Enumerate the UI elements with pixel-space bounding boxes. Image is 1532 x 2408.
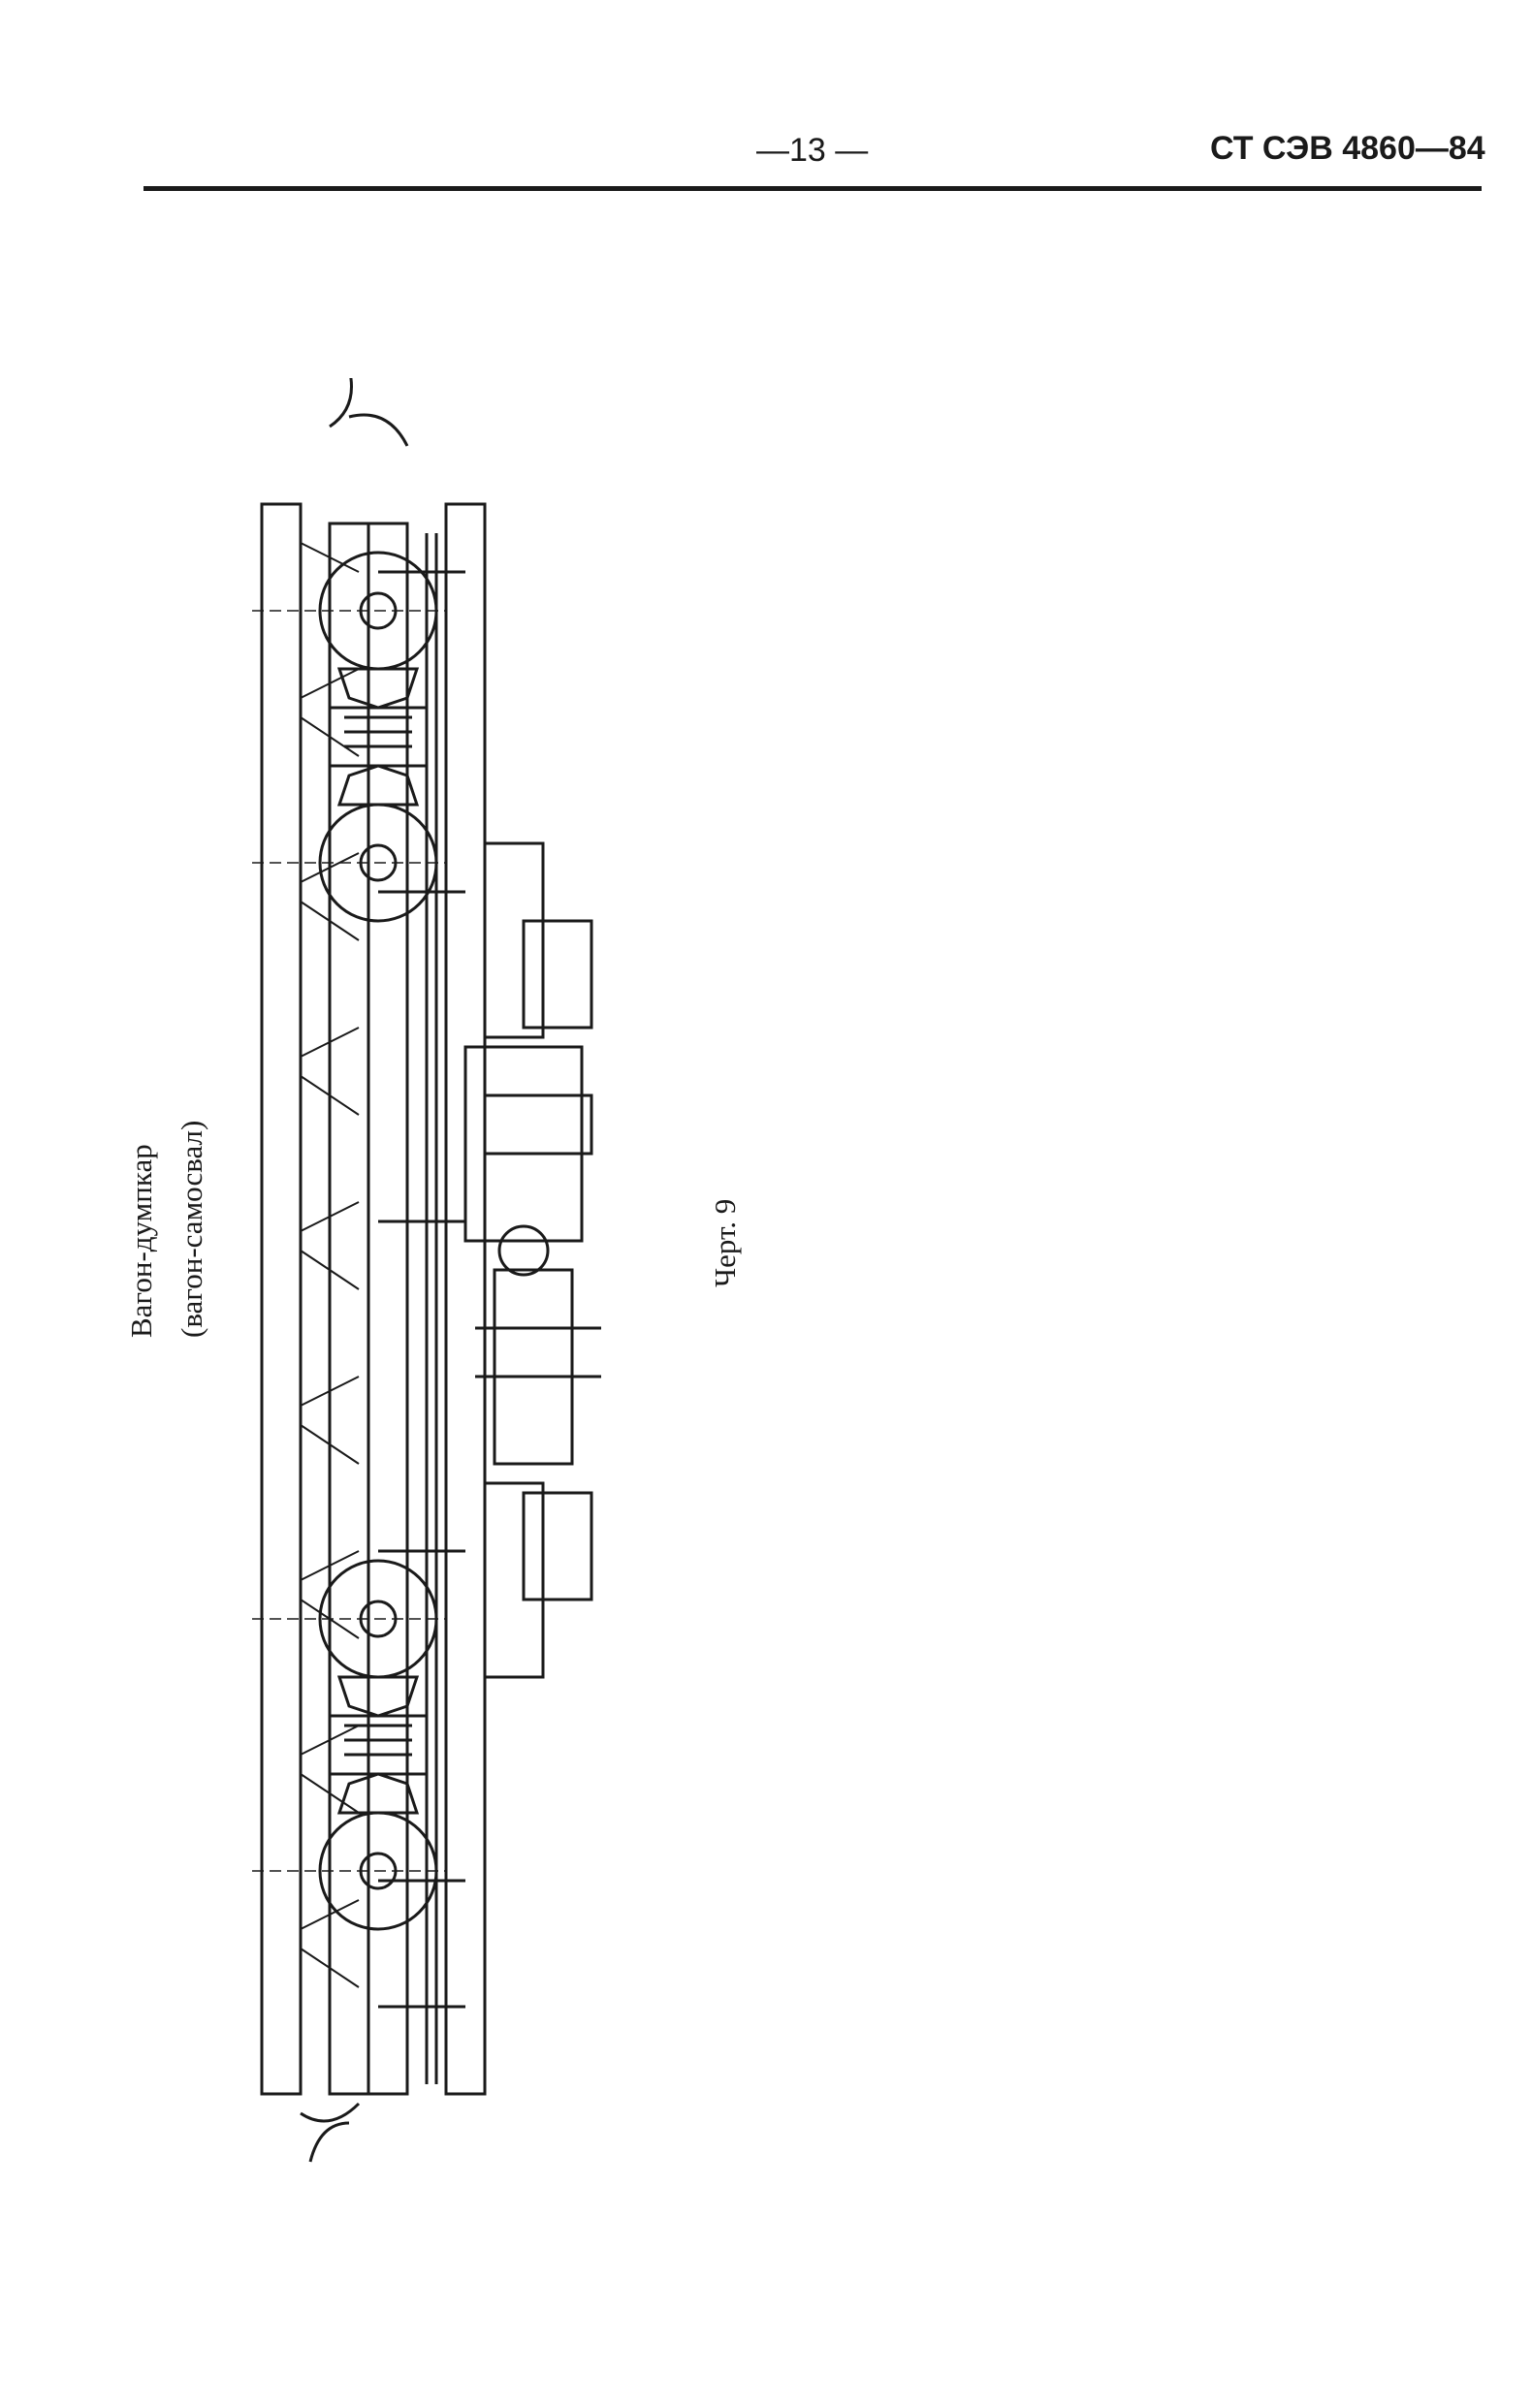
car-body [260, 502, 465, 2096]
page-number: —13 — [756, 132, 869, 169]
underframe [444, 502, 601, 2096]
standard-code: СТ СЭВ 4860—84 [1210, 130, 1485, 167]
bogie-front [252, 551, 446, 923]
couplers [300, 378, 409, 2163]
figure-subtitle: (вагон-самосвал) [175, 1120, 208, 1338]
bogie-rear [252, 1559, 446, 1931]
dump-car-drawing [252, 378, 601, 2163]
figure-title: Вагон-думпкар [124, 1144, 158, 1338]
figure-label: Черт. 9 [708, 1198, 742, 1287]
header-rule [144, 186, 1482, 191]
